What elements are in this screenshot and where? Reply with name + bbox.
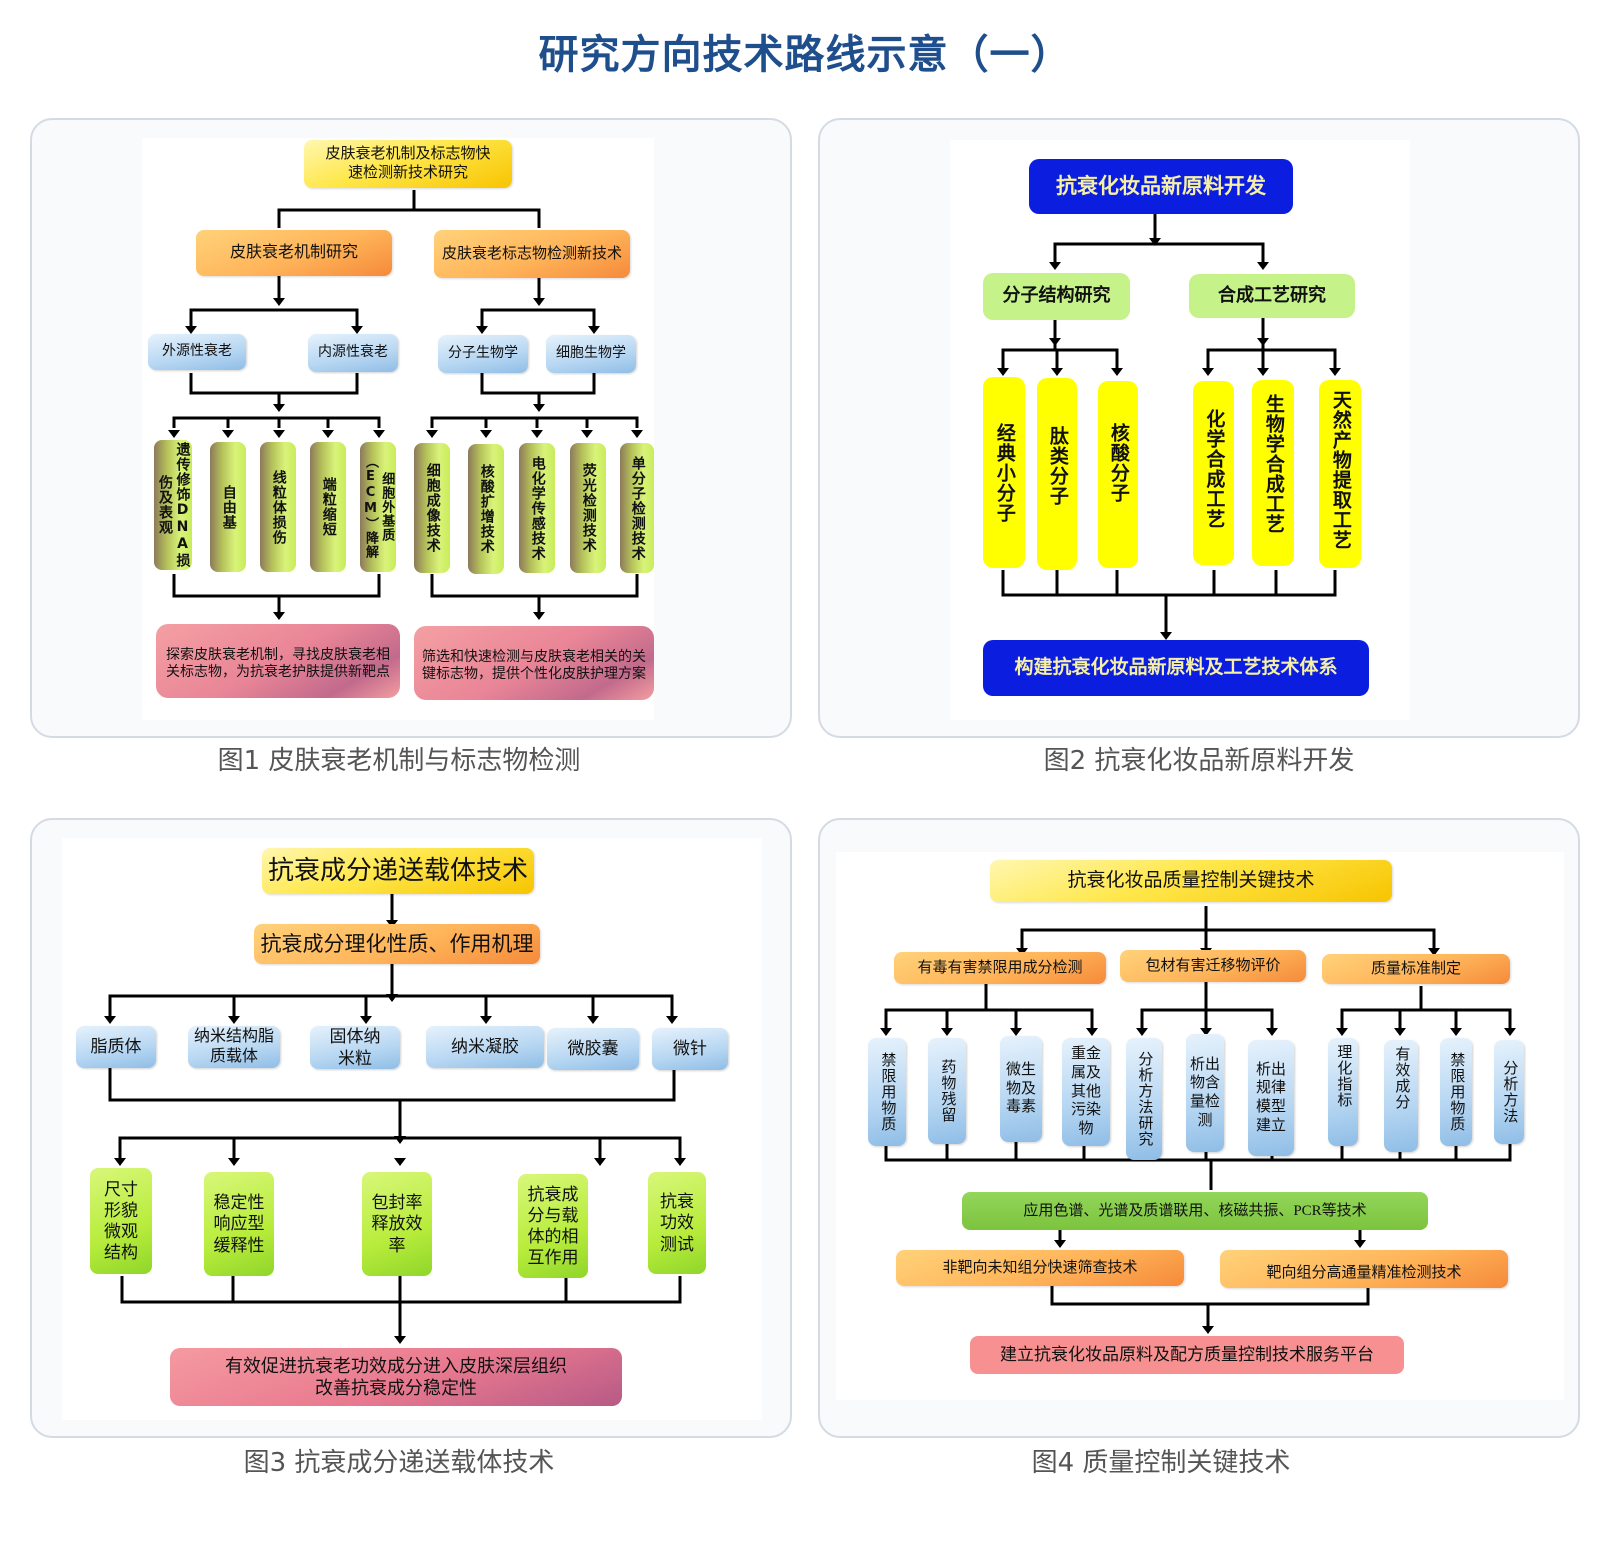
fig4-branch-packaging: 包材有害迁移物评价 — [1120, 950, 1306, 982]
fig4-method-untargeted: 非靶向未知组分快速筛查技术 — [896, 1250, 1184, 1286]
fig2-root: 抗衰化妆品新原料开发 — [1029, 159, 1293, 214]
fig3-carrier-liposome: 脂质体 — [76, 1026, 156, 1068]
figure-card-1: 皮肤衰老机制及标志物快速检测新技术研究 皮肤衰老机制研究 皮肤衰老标志物检测新技… — [30, 118, 792, 738]
fig1-root: 皮肤衰老机制及标志物快速检测新技术研究 — [304, 140, 512, 188]
page-title: 研究方向技术路线示意（一） — [538, 32, 1072, 78]
fig3-connectors — [104, 894, 686, 1344]
fig1-item-fluorescence: 荧光检测技术 — [570, 443, 606, 573]
fig3-outcome: 有效促进抗衰老功效成分进入皮肤深层组织 改善抗衰成分稳定性 — [170, 1348, 622, 1406]
fig4-technique: 应用色谱、光谱及质谱联用、核磁共振、PCR等技术 — [962, 1192, 1428, 1230]
fig2-branch-molecular: 分子结构研究 — [983, 273, 1130, 320]
fig3-eval-encapsulation: 包封率释放效率 — [362, 1172, 432, 1276]
fig4-branch-standard: 质量标准制定 — [1322, 954, 1510, 984]
fig2-branch-synthesis: 合成工艺研究 — [1189, 274, 1355, 318]
fig3-outcome-line1: 有效促进抗衰老功效成分进入皮肤深层组织 — [225, 1355, 567, 1376]
fig1-branch-detection: 皮肤衰老标志物检测新技术 — [434, 230, 630, 278]
fig1-sub-exogenous: 外源性衰老 — [148, 334, 246, 370]
fig3-eval-morphology: 尺寸形貌微观结构 — [90, 1168, 152, 1274]
fig3-carrier-microneedle: 微针 — [652, 1028, 728, 1070]
fig4-outcome: 建立抗衰化妆品原料及配方质量控制技术服务平台 — [970, 1336, 1404, 1374]
fig2-outcome: 构建抗衰化妆品新原料及工艺技术体系 — [983, 640, 1369, 696]
fig1-sub-molecular: 分子生物学 — [438, 335, 528, 373]
fig1-item-cell-imaging: 细胞成像技术 — [414, 443, 450, 573]
figure-card-3: 抗衰成分递送载体技术 抗衰成分理化性质、作用机理 脂质体 纳米结构脂质载体 固体… — [30, 818, 792, 1438]
fig4-item-leachable-content: 析出物含量检测 — [1186, 1034, 1224, 1152]
fig2-item-nucleic-acid: 核酸分子 — [1098, 381, 1138, 568]
fig2-connectors — [997, 214, 1341, 640]
figure-caption-2: 图2 抗衰化妆品新原料开发 — [1043, 746, 1355, 776]
fig1-outcome-right: 筛选和快速检测与皮肤衰老相关的关键标志物，提供个性化皮肤护理方案 — [414, 626, 654, 700]
fig1-item-nucleic-amplification: 核酸扩增技术 — [468, 444, 504, 574]
fig4-item-drug-residue: 药物残留 — [928, 1038, 966, 1144]
fig1-item-electrochemical: 电化学传感技术 — [519, 443, 555, 573]
fig4-item-analysis-method-1: 分析方法研究 — [1126, 1038, 1162, 1160]
fig3-outcome-line2: 改善抗衰成分稳定性 — [315, 1378, 477, 1398]
fig2-item-natural-extraction: 天然产物提取工艺 — [1319, 380, 1361, 568]
fig4-item-leach-model: 析出规律模型建立 — [1248, 1040, 1294, 1156]
fig4-item-banned-2: 禁限用物质 — [1440, 1038, 1472, 1146]
fig4-item-heavy-metal: 重金属及其他污染物 — [1062, 1038, 1110, 1146]
fig1-item-mitochondria: 线粒体损伤 — [260, 442, 296, 572]
fig1-branch-mechanism: 皮肤衰老机制研究 — [196, 230, 392, 276]
fig4-branch-toxic: 有毒有害禁限用成分检测 — [894, 952, 1106, 984]
fig1-sub-cellular: 细胞生物学 — [546, 335, 636, 373]
fig3-eval-stability: 稳定性响应型缓释性 — [204, 1172, 274, 1276]
fig3-canvas: 抗衰成分递送载体技术 抗衰成分理化性质、作用机理 脂质体 纳米结构脂质载体 固体… — [62, 838, 762, 1420]
fig1-item-free-radical: 自由基 — [210, 442, 246, 572]
fig1-item-ecm: 细胞外基质（ECM）降解 — [360, 442, 396, 572]
fig1-outcome-left: 探索皮肤衰老机制，寻找皮肤衰老相关标志物，为抗衰老护肤提供新靶点 — [156, 624, 400, 698]
fig3-root: 抗衰成分递送载体技术 — [262, 848, 534, 894]
fig3-level2: 抗衰成分理化性质、作用机理 — [254, 924, 540, 964]
fig2-item-peptide: 肽类分子 — [1037, 378, 1077, 570]
fig4-item-microbe: 微生物及毒素 — [1000, 1036, 1042, 1142]
figure-caption-1: 图1 皮肤衰老机制与标志物检测 — [217, 746, 581, 776]
fig1-item-telomere: 端粒缩短 — [310, 442, 346, 572]
fig4-method-targeted: 靶向组分高通量精准检测技术 — [1220, 1250, 1508, 1288]
fig1-sub-endogenous: 内源性衰老 — [308, 334, 398, 372]
fig4-item-active-ingredient: 有效成分 — [1384, 1040, 1418, 1152]
fig3-carrier-nlc: 纳米结构脂质载体 — [188, 1026, 280, 1068]
fig2-item-bio-synthesis: 生物学合成工艺 — [1252, 380, 1294, 566]
fig4-item-analysis-method-2: 分析方法 — [1494, 1040, 1524, 1144]
fig1-item-single-molecule: 单分子检测技术 — [620, 443, 654, 573]
figure-card-4: 抗衰化妆品质量控制关键技术 有毒有害禁限用成分检测 包材有害迁移物评价 质量标准… — [818, 818, 1580, 1438]
fig3-eval-interaction: 抗衰成分与载体的相互作用 — [518, 1174, 588, 1278]
fig1-item-dna: 遗传修饰DNA损伤及表观 — [154, 440, 192, 570]
fig2-item-small-molecule: 经典小分子 — [983, 377, 1025, 568]
fig3-carrier-nanogel: 纳米凝胶 — [426, 1026, 544, 1068]
fig3-eval-efficacy: 抗衰功效测试 — [648, 1172, 706, 1274]
fig4-item-physicochemical: 理化指标 — [1328, 1038, 1358, 1146]
fig3-carrier-sln: 固体纳米粒 — [310, 1026, 400, 1069]
fig1-connectors — [168, 190, 643, 620]
fig4-root: 抗衰化妆品质量控制关键技术 — [990, 860, 1392, 902]
fig2-canvas: 抗衰化妆品新原料开发 分子结构研究 合成工艺研究 经典小分子 肽类分子 核酸分子… — [950, 140, 1410, 720]
figure-card-2: 抗衰化妆品新原料开发 分子结构研究 合成工艺研究 经典小分子 肽类分子 核酸分子… — [818, 118, 1580, 738]
fig1-canvas: 皮肤衰老机制及标志物快速检测新技术研究 皮肤衰老机制研究 皮肤衰老标志物检测新技… — [142, 138, 654, 720]
fig3-carrier-microcapsule: 微胶囊 — [547, 1028, 639, 1070]
fig4-item-banned-1: 禁限用物质 — [868, 1038, 906, 1146]
fig4-canvas: 抗衰化妆品质量控制关键技术 有毒有害禁限用成分检测 包材有害迁移物评价 质量标准… — [836, 852, 1564, 1400]
figure-caption-3: 图3 抗衰成分递送载体技术 — [243, 1448, 555, 1478]
figure-caption-4: 图4 质量控制关键技术 — [1031, 1448, 1291, 1478]
fig2-item-chemical-synthesis: 化学合成工艺 — [1193, 381, 1234, 565]
